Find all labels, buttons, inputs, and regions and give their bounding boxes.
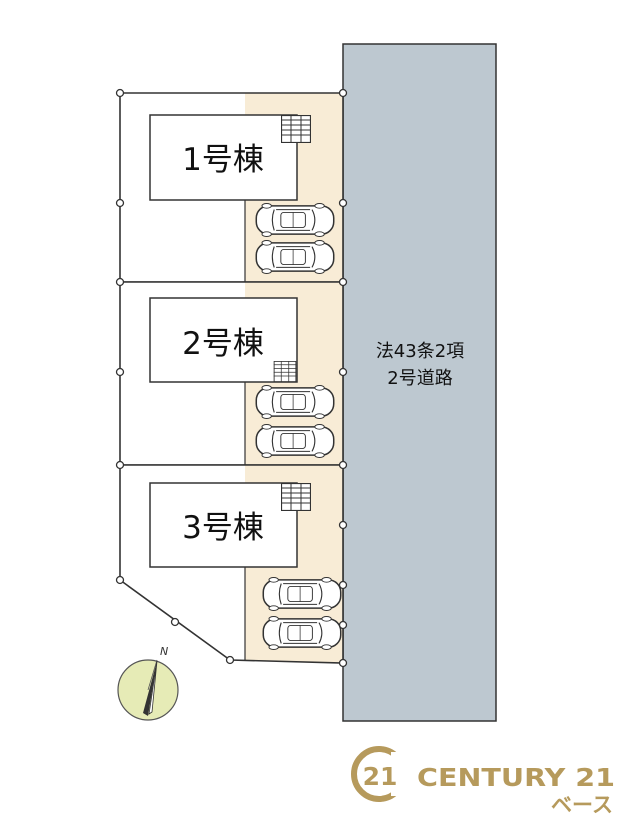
car-icon xyxy=(255,240,335,274)
building-1-label: 1号棟 xyxy=(182,142,264,178)
stairs-icon xyxy=(273,361,297,382)
lot-3: 3号棟 xyxy=(119,464,344,664)
lot-1: 1号棟 xyxy=(119,92,344,283)
building-1 xyxy=(149,114,298,201)
compass-north-label: N xyxy=(160,645,168,658)
building-3 xyxy=(149,482,298,568)
stairs-icon xyxy=(281,483,311,511)
building-2-label: 2号棟 xyxy=(182,326,264,362)
car-icon xyxy=(255,385,335,419)
brand-name: CENTURY 21 xyxy=(417,763,615,792)
logo-number: 21 xyxy=(363,762,398,791)
lot-2: 2号棟 xyxy=(119,281,344,466)
stairs-icon xyxy=(281,115,311,143)
compass-icon: N xyxy=(117,645,179,721)
car-icon xyxy=(255,203,335,237)
car-icon xyxy=(262,616,342,650)
car-icon xyxy=(262,577,342,611)
building-2 xyxy=(149,297,298,383)
boundary-markers xyxy=(115,88,348,668)
car-icon xyxy=(255,424,335,458)
road xyxy=(342,43,497,722)
century21-logo: 21 xyxy=(351,746,407,802)
road-label-line1: 法43条2項 xyxy=(376,341,464,362)
brand-sub: ベース xyxy=(551,793,613,817)
road-label-line2: 2号道路 xyxy=(387,368,452,389)
building-3-label: 3号棟 xyxy=(182,510,264,546)
